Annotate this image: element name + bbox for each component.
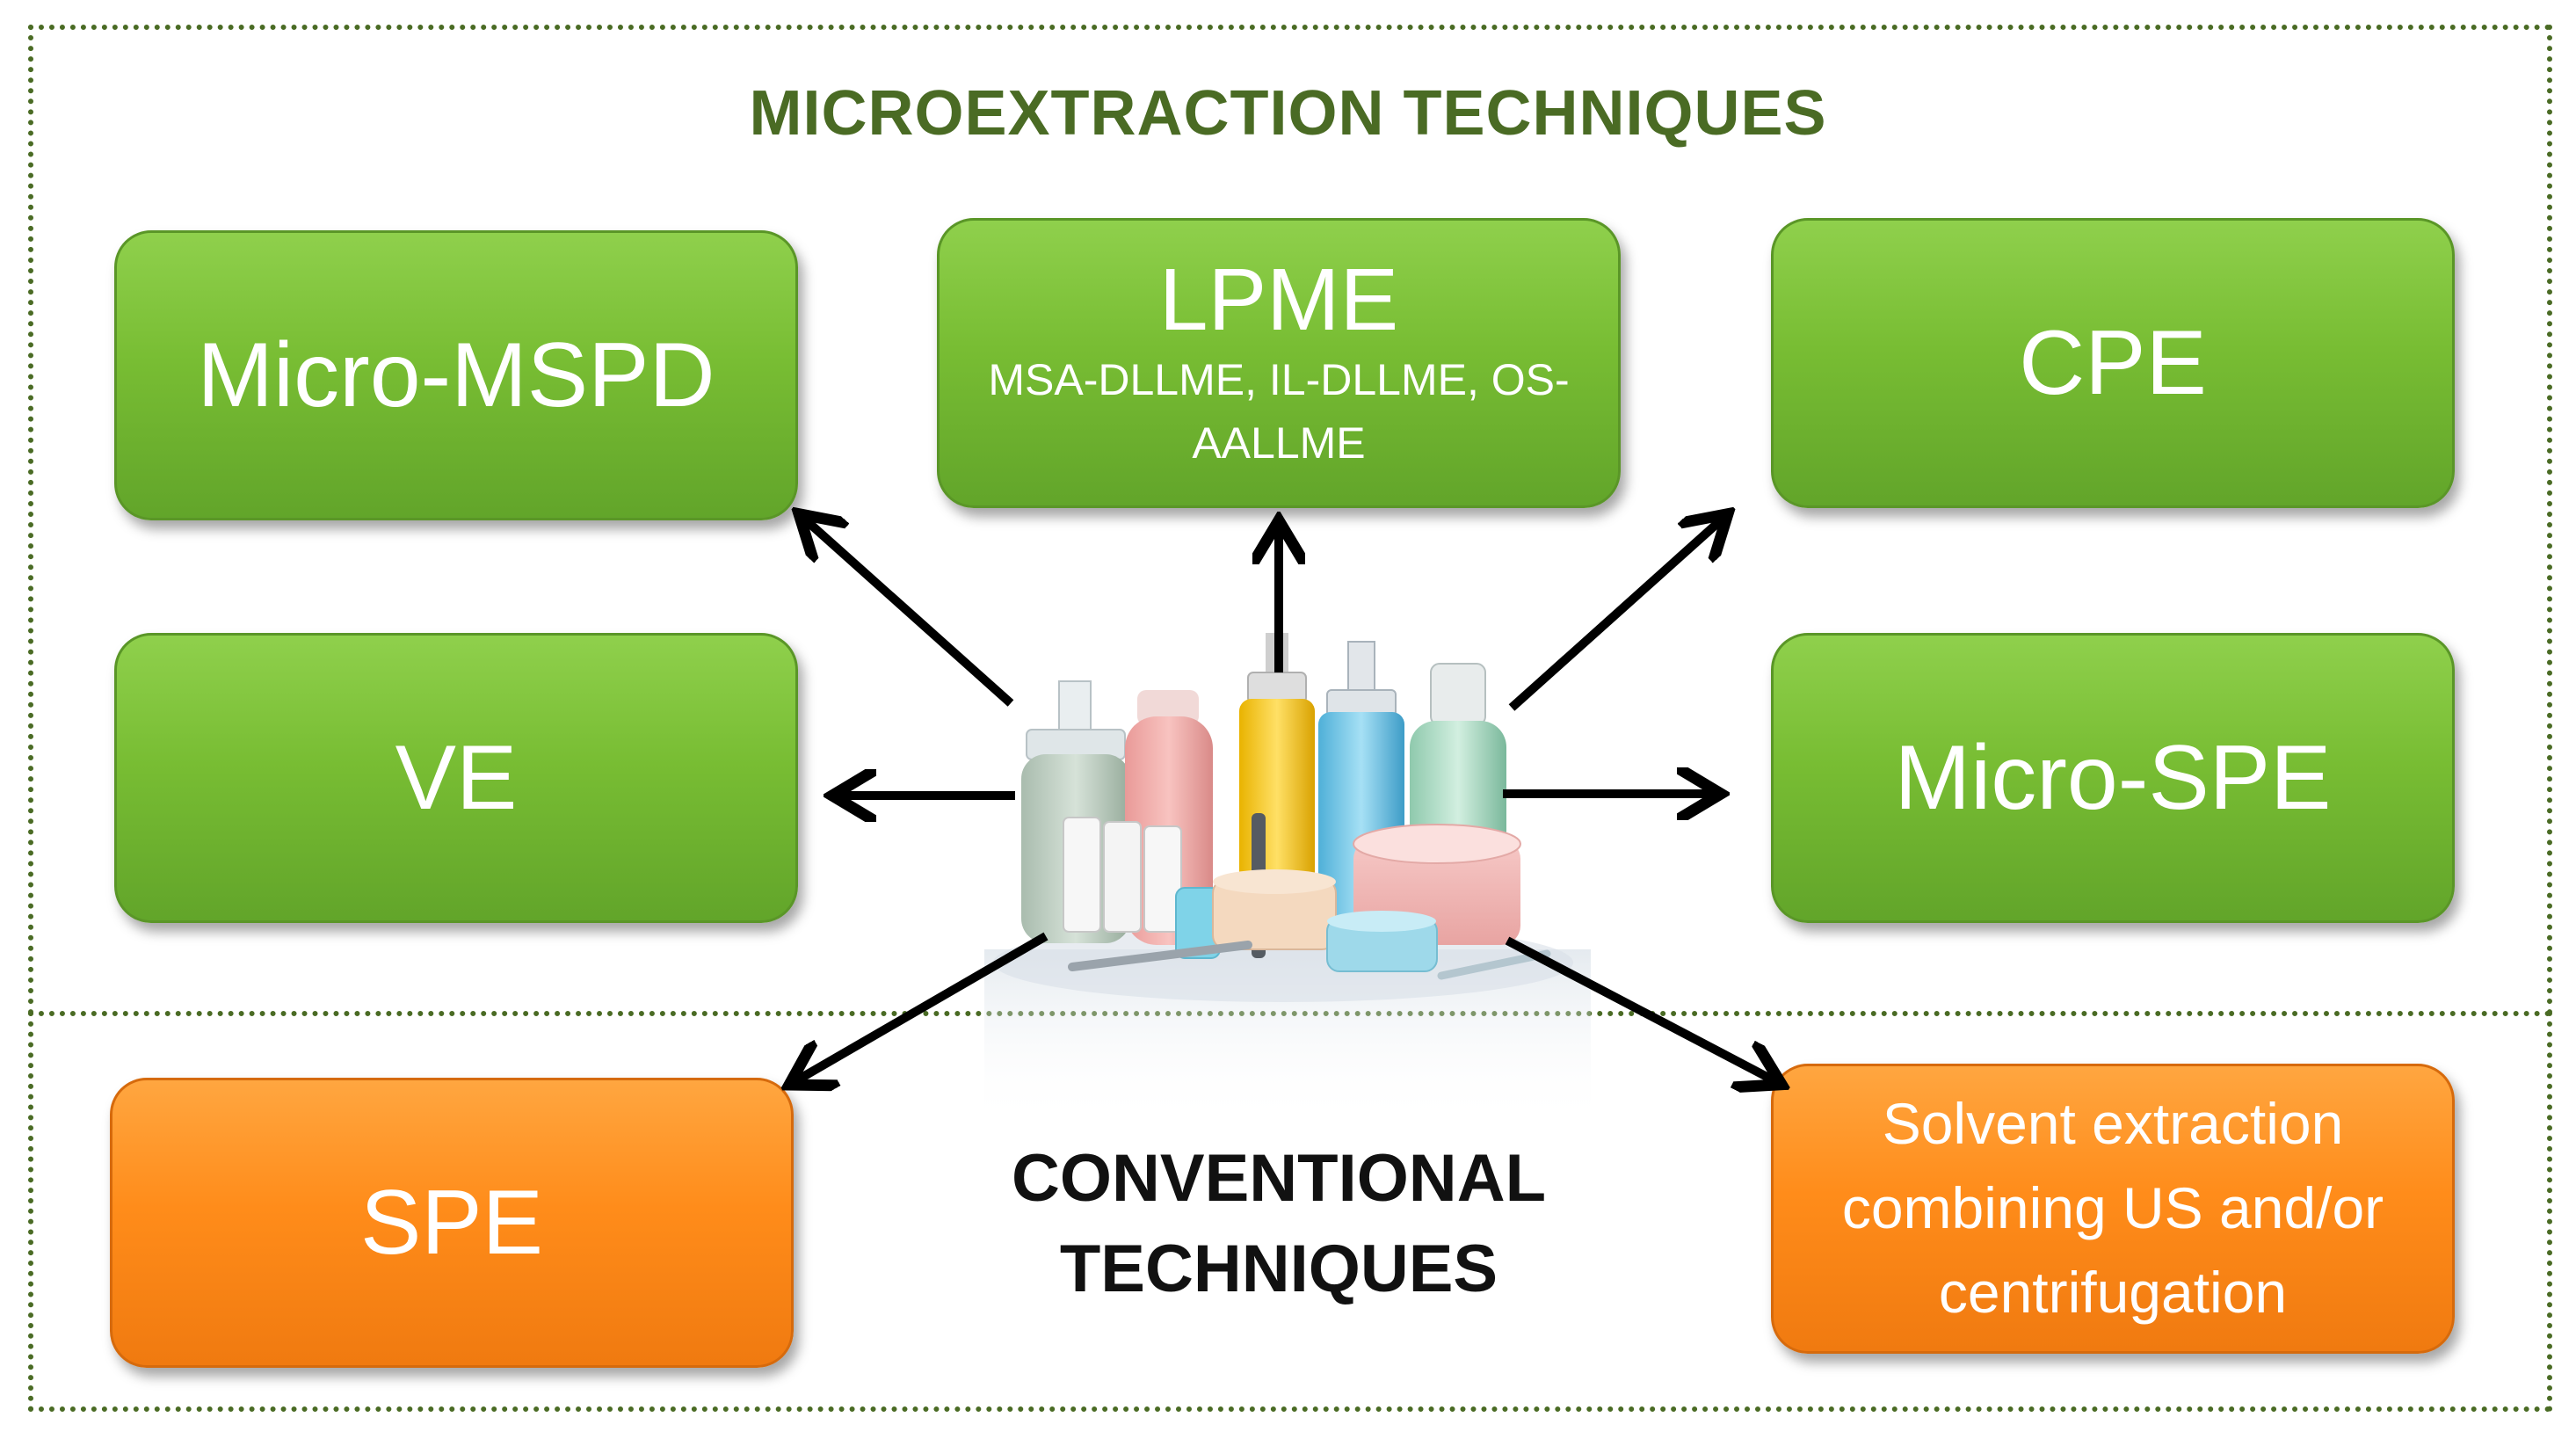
conventional-techniques-label: CONVENTIONAL TECHNIQUES	[1012, 1141, 1546, 1306]
cpe-label: CPE	[2019, 311, 2207, 414]
spe-label: SPE	[359, 1171, 544, 1274]
micro-spe-label: Micro-SPE	[1894, 726, 2332, 829]
arrow-to-cpe	[1508, 519, 1723, 711]
microextraction-frame	[28, 25, 2552, 1015]
spe-box: SPE	[110, 1078, 794, 1368]
arrow-to-solvent-extraction	[1505, 936, 1775, 1081]
lpme-sublabel: MSA-DLLME, IL-DLLME, OS-AALLME	[988, 354, 1570, 469]
micro-spe-box: Micro-SPE	[1771, 633, 2455, 923]
tubes-icon	[1063, 817, 1182, 933]
lpme-label: LPME	[1158, 250, 1399, 349]
ve-box: VE	[114, 633, 798, 923]
solvent-extraction-box: Solvent extraction combining US and/or c…	[1771, 1064, 2455, 1354]
ve-label: VE	[395, 726, 518, 829]
cpe-box: CPE	[1771, 218, 2455, 508]
blue-jar-icon	[1326, 911, 1438, 972]
solvent-extraction-label: Solvent extraction combining US and/or c…	[1841, 1091, 2384, 1325]
arrow-to-spe	[795, 932, 1049, 1081]
arrows	[795, 519, 1775, 1081]
brush-icon	[1068, 941, 1252, 971]
micro-mspd-label: Micro-MSPD	[197, 323, 715, 426]
micro-mspd-box: Micro-MSPD	[114, 230, 798, 520]
cosmetics-illustration	[984, 633, 1591, 1125]
lpme-box: LPME MSA-DLLME, IL-DLLME, OS-AALLME	[937, 218, 1621, 508]
arrow-to-micro-mspd	[804, 519, 1014, 707]
diagram-title: MICROEXTRACTION TECHNIQUES	[749, 78, 1827, 149]
cream-jar-icon	[1212, 869, 1337, 950]
